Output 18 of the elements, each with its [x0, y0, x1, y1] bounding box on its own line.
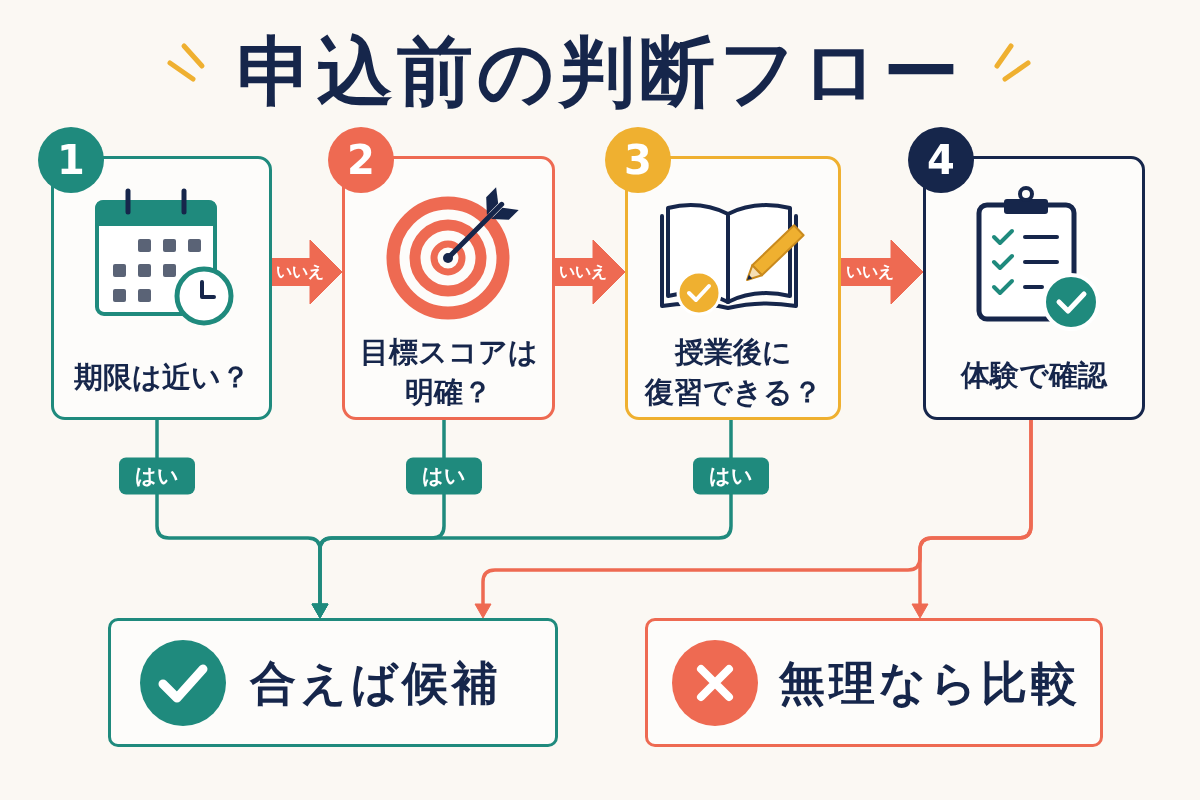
- step-number-badge: 3: [605, 127, 671, 193]
- edge-label: はい: [119, 457, 195, 495]
- result-label: 合えば候補: [250, 656, 502, 709]
- step-label: 体験で確認: [961, 357, 1107, 394]
- step-number-badge: 4: [908, 127, 974, 193]
- step-label: 期限は近い？: [73, 359, 250, 396]
- result-label: 無理なら比較: [779, 656, 1081, 709]
- step-number-badge: 1: [38, 127, 104, 193]
- edge-label: はい: [406, 457, 482, 495]
- step-number-badge: 2: [328, 127, 394, 193]
- title: 申込前の判断フロー: [237, 27, 963, 117]
- edge-label: はい: [693, 457, 769, 495]
- connector-arrow: [311, 418, 733, 619]
- step-label: 目標スコアは明確？: [359, 334, 538, 411]
- step-label: 授業後に復習できる？: [644, 334, 822, 411]
- connector-arrow: [911, 418, 1033, 619]
- result-box: [645, 618, 1103, 747]
- result-box: [108, 618, 558, 747]
